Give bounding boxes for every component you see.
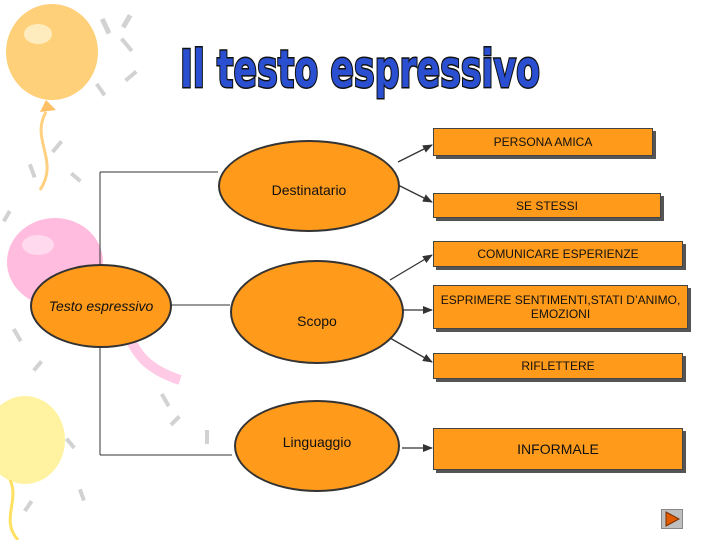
box-esprimere-label: ESPRIMERE SENTIMENTI,STATI D’ANIMO, EMOZ… — [440, 293, 681, 321]
box-riflettere-label: RIFLETTERE — [521, 359, 595, 373]
node-scopo-label: Scopo — [297, 313, 337, 329]
node-linguaggio-label: Linguaggio — [282, 434, 352, 450]
box-riflettere: RIFLETTERE — [433, 353, 683, 379]
box-persona-amica-label: PERSONA AMICA — [493, 135, 593, 149]
box-comunicare: COMUNICARE ESPERIENZE — [433, 241, 683, 267]
box-persona-amica: PERSONA AMICA — [433, 128, 653, 156]
node-root-label: Testo espressivo — [48, 298, 154, 314]
node-destinatario: Destinatario — [218, 140, 400, 232]
box-informale: INFORMALE — [433, 428, 683, 470]
next-slide-button[interactable] — [661, 509, 683, 529]
box-se-stessi-label: SE STESSI — [515, 198, 579, 213]
node-root: Testo espressivo — [30, 264, 172, 348]
page-title: Il testo espressivo — [170, 32, 550, 102]
title-text: Il testo espressivo — [180, 40, 540, 100]
box-se-stessi: SE STESSI — [433, 193, 661, 218]
node-linguaggio: Linguaggio — [234, 400, 400, 492]
play-triangle-icon — [665, 511, 681, 527]
box-comunicare-label: COMUNICARE ESPERIENZE — [477, 247, 639, 261]
node-scopo: Scopo — [230, 260, 404, 364]
node-destinatario-label: Destinatario — [271, 182, 347, 198]
box-informale-label: INFORMALE — [517, 441, 599, 457]
box-esprimere: ESPRIMERE SENTIMENTI,STATI D’ANIMO, EMOZ… — [433, 285, 688, 329]
